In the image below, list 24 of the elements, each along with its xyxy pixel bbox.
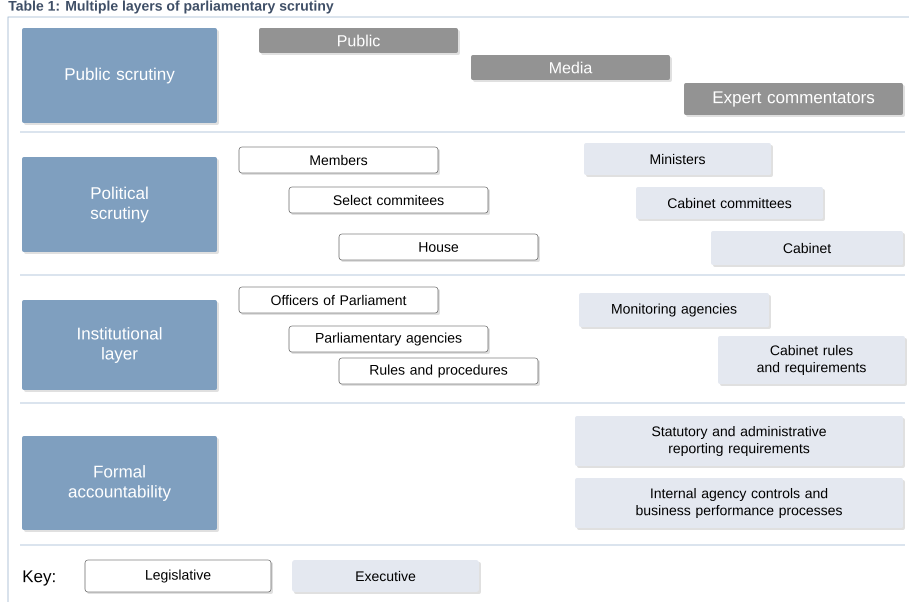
actor-box: Public <box>259 28 458 53</box>
executive-box: Cabinet rules and requirements <box>718 336 906 384</box>
executive-box: Statutory and administrative reporting requirements <box>575 416 904 466</box>
legislative-box: Rules and procedures <box>338 358 538 384</box>
legislative-box: Parliamentary agencies <box>288 326 488 352</box>
actor-box: Media <box>471 55 670 80</box>
layer-box: Formal accountability <box>22 436 217 530</box>
legend-label: Legislative <box>146 569 210 583</box>
layer-box: Public scrutiny <box>22 28 217 123</box>
legislative-box: Select commitees <box>288 186 488 214</box>
legislative-box: Members <box>238 146 438 174</box>
executive-box: Ministers <box>584 143 771 175</box>
layer-box: Political scrutiny <box>22 157 217 252</box>
diagram-title: Table 1: Multiple layers of parliamentary scrutiny <box>8 0 334 14</box>
executive-box: Monitoring agencies <box>579 293 769 327</box>
legislative-box: House <box>338 234 538 260</box>
legend-label: Executive <box>356 570 416 582</box>
executive-box: Cabinet <box>711 231 904 265</box>
actor-box: Expert commentators <box>684 83 904 115</box>
legislative-box: Officers of Parliament <box>238 286 438 314</box>
executive-box: Internal agency controls and business performance processes <box>575 478 904 528</box>
executive-box: Cabinet committees <box>636 187 824 219</box>
layer-box: Institutional layer <box>22 300 217 390</box>
key-label: Key: <box>24 570 55 586</box>
